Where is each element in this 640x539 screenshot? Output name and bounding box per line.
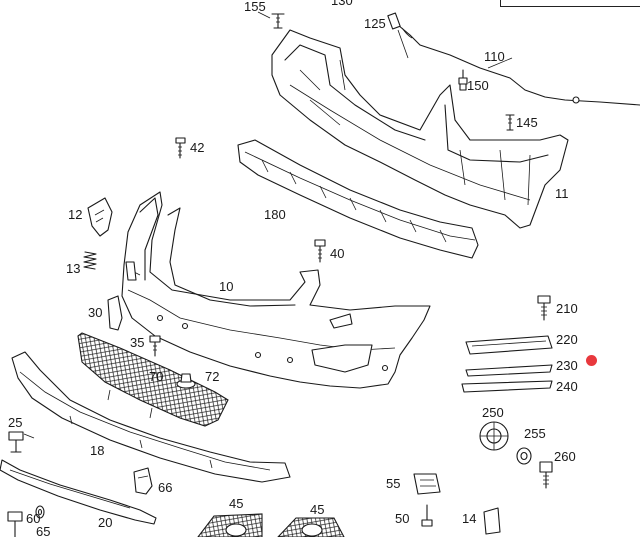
callout-40[interactable]: 40 [330,246,345,261]
callout-125[interactable]: 125 [364,16,386,31]
screw-145 [505,114,515,131]
bolt-260 [539,461,553,489]
trim-strip [0,459,157,525]
fog-light-250 [479,421,509,451]
callout-255[interactable]: 255 [524,426,546,441]
callout-145[interactable]: 145 [516,115,538,130]
callout-11[interactable]: 11 [555,186,569,201]
clip-72 [176,373,196,389]
callout-66[interactable]: 66 [158,480,173,495]
part-14 [483,507,501,535]
callout-65[interactable]: 65 [36,524,51,539]
callout-150[interactable]: 150 [467,78,489,93]
callout-13[interactable]: 13 [66,261,81,276]
callout-72[interactable]: 72 [205,369,220,384]
callout-110[interactable]: 110 [484,49,505,64]
screw-42 [175,137,186,159]
screw-210 [537,295,551,321]
side-grille-right [277,517,345,537]
callout-35[interactable]: 35 [130,335,145,350]
callout-240[interactable]: 240 [556,379,578,394]
callout-210[interactable]: 210 [556,301,578,316]
callout-45-right[interactable]: 45 [310,502,325,517]
callout-30[interactable]: 30 [88,305,103,320]
lower-grille [77,332,229,427]
callout-180[interactable]: 180 [264,207,286,222]
side-grille-left [197,513,263,537]
leader-lines [257,11,513,69]
spring-13 [83,251,97,270]
screw-50 [421,504,433,527]
callout-155[interactable]: 155 [244,0,266,14]
wiring-harness [387,12,640,106]
callout-60[interactable]: 60 [26,511,41,526]
callout-42[interactable]: 42 [190,140,205,155]
callout-18[interactable]: 18 [90,443,105,458]
impact-absorber [237,139,479,259]
strip-230 [465,364,553,377]
bracket-12 [87,197,113,237]
callout-20[interactable]: 20 [98,515,113,530]
bumper-carrier [271,29,569,229]
callout-130[interactable]: 130 [331,0,353,8]
strip-220 [465,335,553,355]
strip-240 [461,380,553,393]
washer-255 [516,447,532,465]
lower-spoiler [11,351,291,483]
frame-corner [500,0,640,7]
highlight-marker [586,355,597,366]
callout-10[interactable]: 10 [219,279,234,294]
clip-66 [133,467,153,495]
bolt-25 [8,431,35,453]
cover-cap-30 [107,295,123,331]
callout-14[interactable]: 14 [462,511,477,526]
callout-260[interactable]: 260 [554,449,576,464]
callout-230[interactable]: 230 [556,358,578,373]
bracket-55 [413,473,441,495]
bumper-cover [121,191,431,389]
screw-155 [271,13,285,29]
callout-50[interactable]: 50 [395,511,410,526]
callout-70[interactable]: 70 [149,369,164,384]
screw-40 [314,239,326,263]
callout-220[interactable]: 220 [556,332,578,347]
washer-65 [35,505,45,519]
screw-150 [458,69,468,91]
callout-45-left[interactable]: 45 [229,496,244,511]
screw-35 [149,335,161,357]
callout-55[interactable]: 55 [386,476,401,491]
callout-25[interactable]: 25 [8,415,23,430]
callout-250[interactable]: 250 [482,405,504,420]
callout-12[interactable]: 12 [68,207,83,222]
bolt-60 [7,511,23,537]
